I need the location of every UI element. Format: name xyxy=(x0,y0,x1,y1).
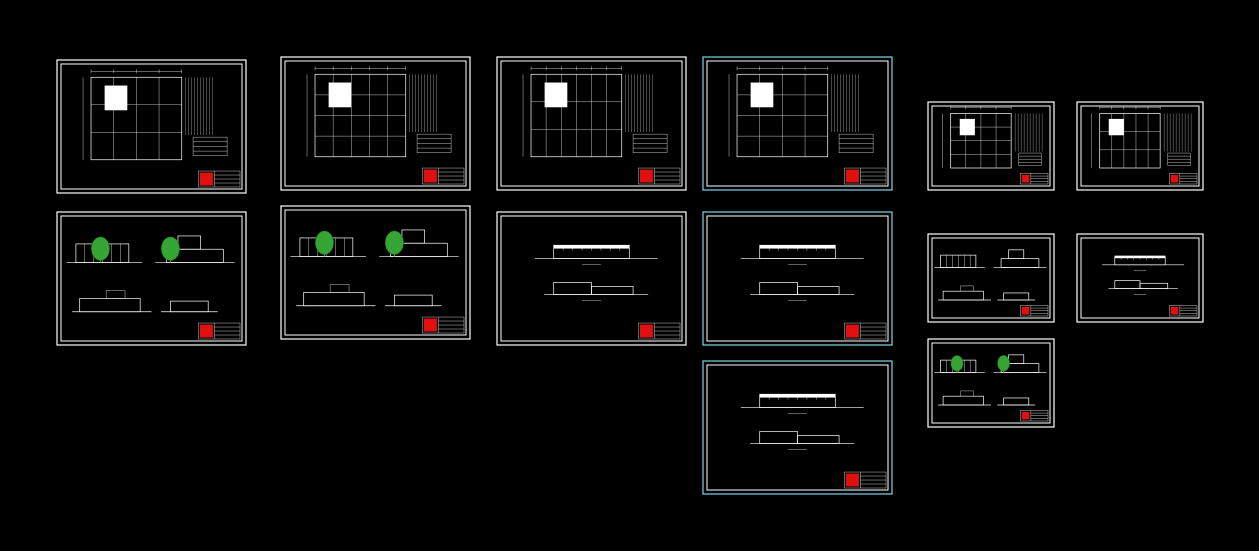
sheet-floor-plan-2[interactable] xyxy=(280,56,471,191)
sheet-inner-border xyxy=(931,237,1051,319)
sheet-border xyxy=(1076,101,1204,191)
sheet-floor-plan-3[interactable] xyxy=(496,56,687,191)
sheet-border xyxy=(496,56,687,191)
title-block-stamp xyxy=(845,324,859,338)
sheet-small-elevation-1[interactable] xyxy=(927,233,1055,323)
sheet-border xyxy=(702,56,893,191)
sheet-inner-border xyxy=(284,60,467,187)
tree-symbol xyxy=(315,230,334,255)
sheet-sections-1[interactable] xyxy=(496,211,687,346)
sheet-small-section-1[interactable] xyxy=(1076,233,1204,323)
sheet-inner-border xyxy=(706,60,889,187)
title-block-stamp xyxy=(845,169,859,183)
tree-symbol xyxy=(950,355,964,372)
title-block-stamp xyxy=(1170,174,1179,183)
title-block-stamp xyxy=(845,473,859,487)
tree-symbol xyxy=(161,236,180,261)
sheet-border xyxy=(927,233,1055,323)
tree-symbol xyxy=(385,230,404,255)
sheet-border xyxy=(1076,233,1204,323)
sheet-inner-border xyxy=(60,215,243,342)
sheet-inner-border xyxy=(500,60,683,187)
sheet-inner-border xyxy=(284,209,467,336)
title-block-stamp xyxy=(423,318,437,332)
sheet-inner-border xyxy=(1080,105,1200,187)
title-block-stamp xyxy=(639,324,653,338)
tree-symbol xyxy=(997,355,1010,372)
title-block-stamp xyxy=(199,324,213,338)
sheet-inner-border xyxy=(1080,237,1200,319)
sheet-inner-border xyxy=(706,215,889,342)
sheet-sections-3[interactable] xyxy=(702,360,893,495)
tree-symbol xyxy=(91,236,110,261)
sheet-small-plan-2[interactable] xyxy=(1076,101,1204,191)
sheet-floor-plan-1[interactable] xyxy=(56,59,247,194)
title-block-stamp xyxy=(199,172,213,186)
sheet-border xyxy=(927,338,1055,428)
title-block-stamp xyxy=(1021,306,1030,315)
title-block-stamp xyxy=(1170,306,1179,315)
sheet-border xyxy=(496,211,687,346)
sheet-inner-border xyxy=(60,63,243,190)
sheet-border xyxy=(56,59,247,194)
title-block-stamp xyxy=(423,169,437,183)
sheet-inner-border xyxy=(931,342,1051,424)
sheet-inner-border xyxy=(931,105,1051,187)
sheet-small-elevation-2[interactable] xyxy=(927,338,1055,428)
sheet-border xyxy=(280,205,471,340)
sheet-small-plan-1[interactable] xyxy=(927,101,1055,191)
sheet-sections-2[interactable] xyxy=(702,211,893,346)
title-block-stamp xyxy=(1021,411,1030,420)
sheet-inner-border xyxy=(706,364,889,491)
sheet-border xyxy=(702,360,893,495)
sheet-elevations-1[interactable] xyxy=(56,211,247,346)
title-block-stamp xyxy=(639,169,653,183)
sheet-floor-plan-4[interactable] xyxy=(702,56,893,191)
sheet-border xyxy=(927,101,1055,191)
sheet-border xyxy=(56,211,247,346)
title-block-stamp xyxy=(1021,174,1030,183)
sheet-border xyxy=(280,56,471,191)
sheet-border xyxy=(702,211,893,346)
sheet-elevations-2[interactable] xyxy=(280,205,471,340)
sheet-inner-border xyxy=(500,215,683,342)
